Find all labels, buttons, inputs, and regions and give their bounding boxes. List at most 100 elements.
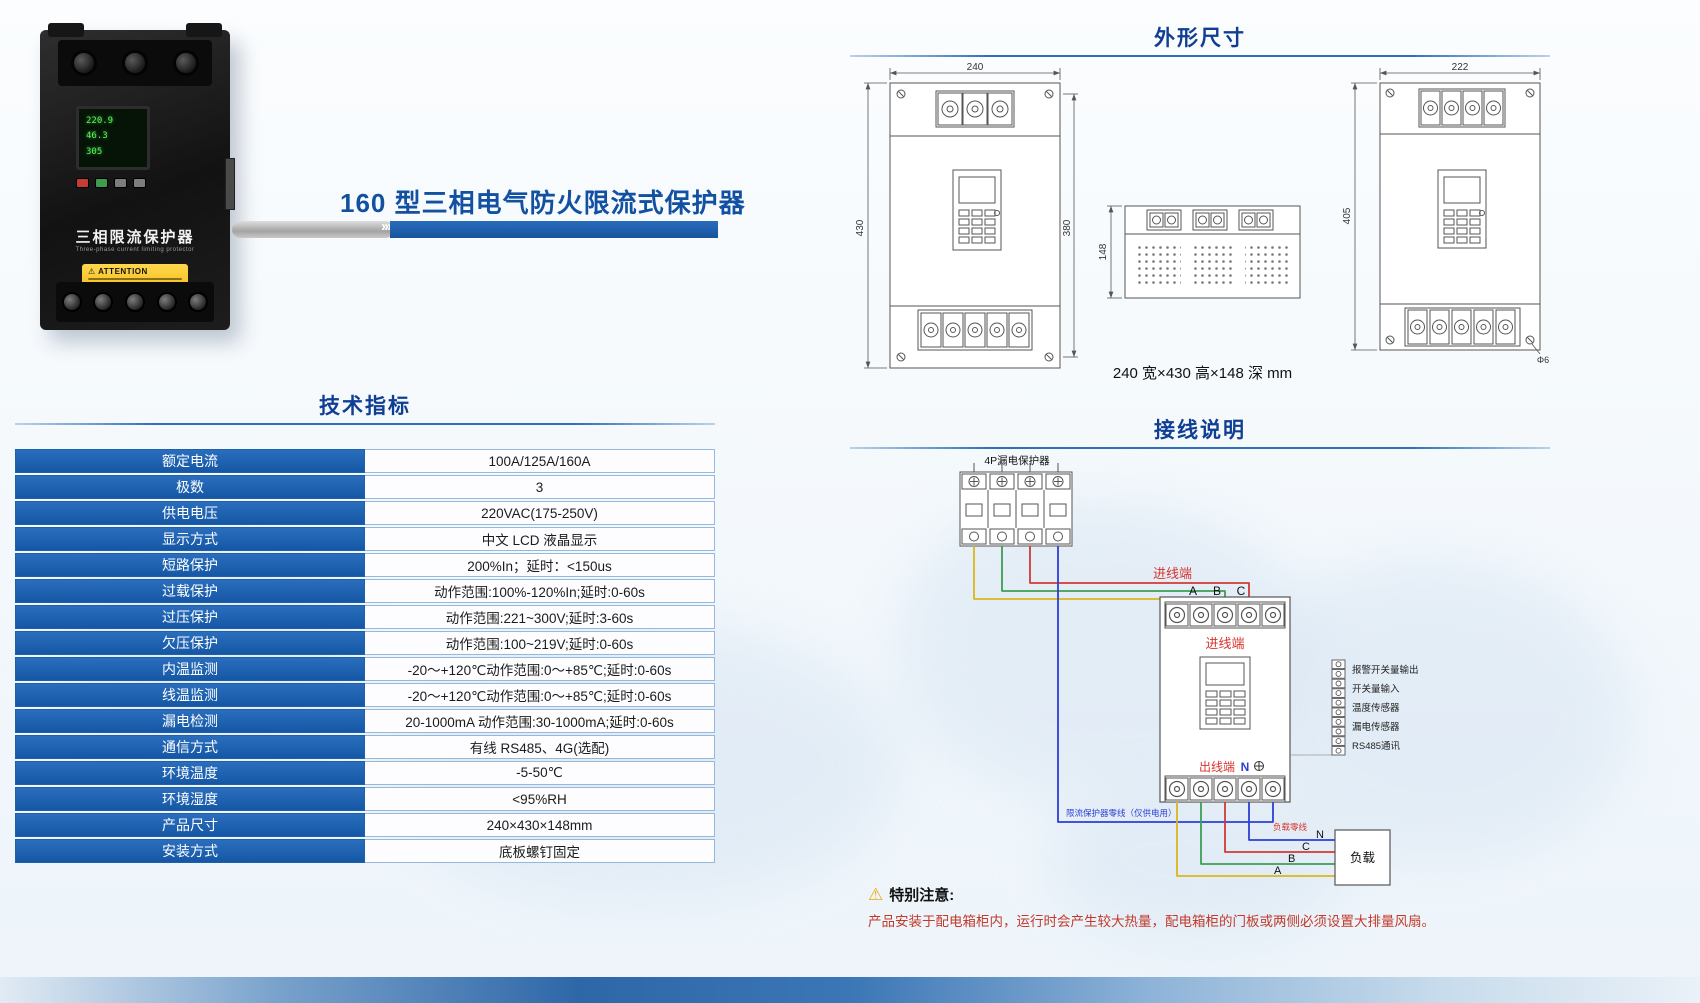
phase-labels: A B C	[1189, 584, 1246, 598]
bottom-terminal-strip	[56, 282, 214, 322]
table-row: 内温监测-20～+120℃动作范围:0～+85℃;延时:0-60s	[15, 657, 715, 681]
terminal-screw-icon	[93, 292, 114, 312]
phase-b-label: B	[1213, 584, 1221, 598]
signal-label: 报警开关量输出	[1352, 664, 1419, 676]
wire-neutral-supply	[1057, 546, 1274, 823]
spec-value: 有线 RS485、4G(选配)	[365, 735, 715, 759]
dimensions-caption: 240 宽×430 高×148 深 mm	[1112, 365, 1293, 382]
table-row: 环境温度-5-50℃	[15, 761, 715, 785]
title-underline-bar	[390, 221, 718, 238]
attention-fineprint	[88, 278, 182, 280]
wire-phase-c	[1029, 546, 1250, 602]
spec-label: 过载保护	[15, 579, 365, 603]
out-c-label: C	[1302, 841, 1310, 853]
spec-value: -20～+120℃动作范围:0～+85℃;延时:0-60s	[365, 657, 715, 681]
table-row: 安装方式底板螺钉固定	[15, 839, 715, 863]
spec-value: 100A/125A/160A	[365, 449, 715, 473]
wire-load-c	[1224, 802, 1335, 853]
breaker-4p	[959, 463, 1073, 547]
dim-back-height-label: 405	[1342, 207, 1353, 224]
signal-terminal-labels: 报警开关量输出 开关量输入 温度传感器 漏电传感器 RS485通讯	[1352, 664, 1419, 752]
dimension-drawing-front: 240 430 380	[855, 62, 1078, 369]
dimensions-heading: 外形尺寸	[1154, 27, 1246, 50]
chevron-right-icon: ›››	[381, 218, 392, 235]
spec-label: 环境湿度	[15, 787, 365, 811]
special-notice: ⚠ 特别注意: 产品安装于配电箱柜内，运行时会产生较大热量，配电箱柜的门板或两侧…	[868, 884, 1528, 930]
terminal-screw-icon	[188, 292, 209, 312]
table-row: 线温监测-20～+120℃动作范围:0～+85℃;延时:0-60s	[15, 683, 715, 707]
lcd-line: 305	[86, 146, 103, 157]
title-arrow-pipe: ›››	[232, 218, 394, 238]
dim-mount-label: 380	[1062, 219, 1073, 236]
button-icon	[114, 178, 127, 188]
incoming-terminal-label-device: 进线端	[1205, 636, 1244, 651]
wiring-diagram: 4P漏电保护器 进线端	[959, 454, 1419, 886]
wiring-heading-rule	[850, 447, 1550, 449]
spec-value: 220VAC(175-250V)	[365, 501, 715, 525]
outgoing-wire-labels: N C B A	[1274, 829, 1324, 877]
specs-heading: 技术指标	[319, 395, 411, 418]
dimension-drawing-back: 222 405 Φ6	[1342, 62, 1549, 365]
spec-value: 200%In；延时：<150us	[365, 553, 715, 577]
spec-label: 欠压保护	[15, 631, 365, 655]
signal-connector-strip	[1331, 659, 1346, 756]
warning-icon: ⚠	[868, 885, 884, 904]
terminal-screw-icon	[156, 292, 177, 312]
phase-a-label: A	[1189, 584, 1197, 598]
spec-value: -20～+120℃动作范围:0～+85℃;延时:0-60s	[365, 683, 715, 707]
terminal-screw-icon	[173, 50, 200, 76]
out-a-label: A	[1274, 865, 1282, 877]
dim-hole-label: Φ6	[1537, 355, 1549, 365]
terminal-screw-icon	[61, 292, 82, 312]
outgoing-terminal-label: 出线端	[1199, 760, 1235, 774]
spec-label: 短路保护	[15, 553, 365, 577]
spec-label: 线温监测	[15, 683, 365, 707]
dimensions-heading-rule	[850, 55, 1550, 57]
wire-load-n	[1248, 802, 1335, 841]
outgoing-wires	[1176, 802, 1335, 877]
spec-label: 环境温度	[15, 761, 365, 785]
table-row: 环境湿度<95%RH	[15, 787, 715, 811]
spec-value: 动作范围:100%-120%In;延时:0-60s	[365, 579, 715, 603]
load-label: 负载	[1350, 851, 1376, 865]
keypad-buttons	[76, 178, 146, 188]
bottom-decor-band	[0, 977, 1700, 1003]
spec-value: 动作范围:100~219V;延时:0-60s	[365, 631, 715, 655]
table-row: 显示方式中文 LCD 液晶显示	[15, 527, 715, 551]
terminal-screw-icon	[121, 50, 148, 76]
terminal-screw-icon	[70, 50, 97, 76]
spec-value: 中文 LCD 液晶显示	[365, 527, 715, 551]
notice-text: 产品安装于配电箱柜内，运行时会产生较大热量，配电箱柜的门板或两侧必须设置大排量风…	[868, 914, 1435, 929]
incoming-terminal-label-top: 进线端	[1153, 566, 1192, 581]
spec-value: 20-1000mA 动作范围:30-1000mA;延时:0-60s	[365, 709, 715, 733]
spec-value: 动作范围:221~300V;延时:3-60s	[365, 605, 715, 629]
spec-label: 显示方式	[15, 527, 365, 551]
device-body: 220.9 46.3 305 三相限流保护器 Three-phase curre…	[40, 23, 235, 330]
outgoing-neutral-label: N	[1241, 760, 1250, 774]
dim-depth-label: 148	[1098, 243, 1109, 260]
notice-title: 特别注意:	[889, 887, 955, 904]
wire-load-b	[1200, 802, 1335, 865]
signal-label: 温度传感器	[1352, 702, 1400, 714]
table-row: 通信方式有线 RS485、4G(选配)	[15, 735, 715, 759]
out-n-label: N	[1316, 829, 1324, 841]
spec-label: 额定电流	[15, 449, 365, 473]
out-b-label: B	[1288, 853, 1295, 865]
signal-label: 漏电传感器	[1352, 721, 1400, 733]
spec-value: -5-50℃	[365, 761, 715, 785]
spec-label: 安装方式	[15, 839, 365, 863]
map-watermark	[1050, 780, 1350, 940]
load-box	[1334, 829, 1391, 886]
dim-width-label: 240	[967, 62, 984, 73]
ground-icon	[1254, 761, 1264, 771]
back-view-outline	[1379, 82, 1541, 351]
spec-label: 供电电压	[15, 501, 365, 525]
protector-device	[1159, 596, 1291, 803]
specs-heading-rule	[15, 423, 715, 425]
mounting-ear	[48, 23, 84, 37]
